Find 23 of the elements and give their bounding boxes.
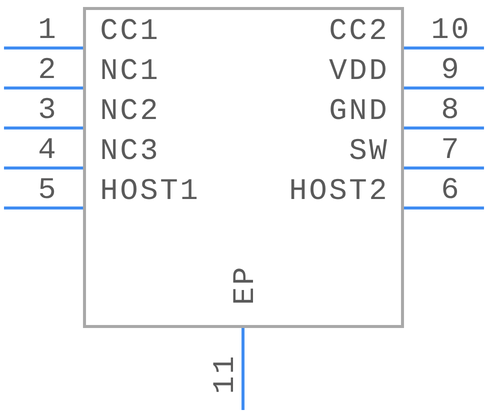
pin-number: 1: [38, 16, 58, 46]
pin-name: EP: [231, 265, 261, 305]
pin-name: VDD: [328, 57, 389, 87]
pin-name: CC1: [100, 17, 160, 47]
pin-number: 3: [38, 96, 58, 126]
pin-number: 9: [441, 56, 461, 86]
pin-number: 5: [38, 176, 58, 206]
pin-number: 8: [441, 96, 461, 126]
pin-name: HOST2: [288, 177, 389, 207]
ic-body: [83, 7, 404, 328]
pin-number: 11: [211, 354, 241, 394]
pin-name: NC1: [100, 57, 160, 87]
pin-name: GND: [328, 97, 389, 127]
pin-name: HOST1: [100, 177, 200, 207]
pin-number: 4: [38, 136, 58, 166]
pin-number: 2: [38, 56, 58, 86]
pin-name: NC2: [100, 97, 160, 127]
pin-name: CC2: [328, 17, 389, 47]
pin-number: 10: [431, 16, 471, 46]
pin-name: NC3: [100, 137, 160, 167]
pin-name: SW: [348, 137, 389, 167]
pin-number: 6: [441, 176, 461, 206]
pin-number: 7: [441, 136, 461, 166]
